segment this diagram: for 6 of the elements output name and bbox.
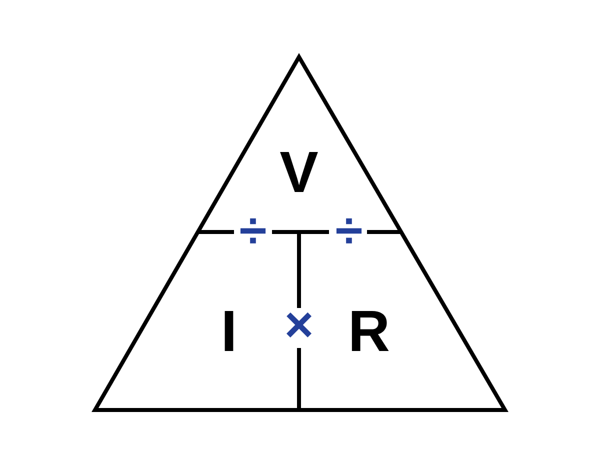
operator-symbol: × <box>286 312 312 338</box>
operator-symbol: ÷ <box>240 218 266 244</box>
variable-letter: R <box>352 311 389 351</box>
variable-letter: V <box>280 152 318 192</box>
operator-symbol: ÷ <box>336 218 362 244</box>
variable-letter: I <box>224 311 234 351</box>
